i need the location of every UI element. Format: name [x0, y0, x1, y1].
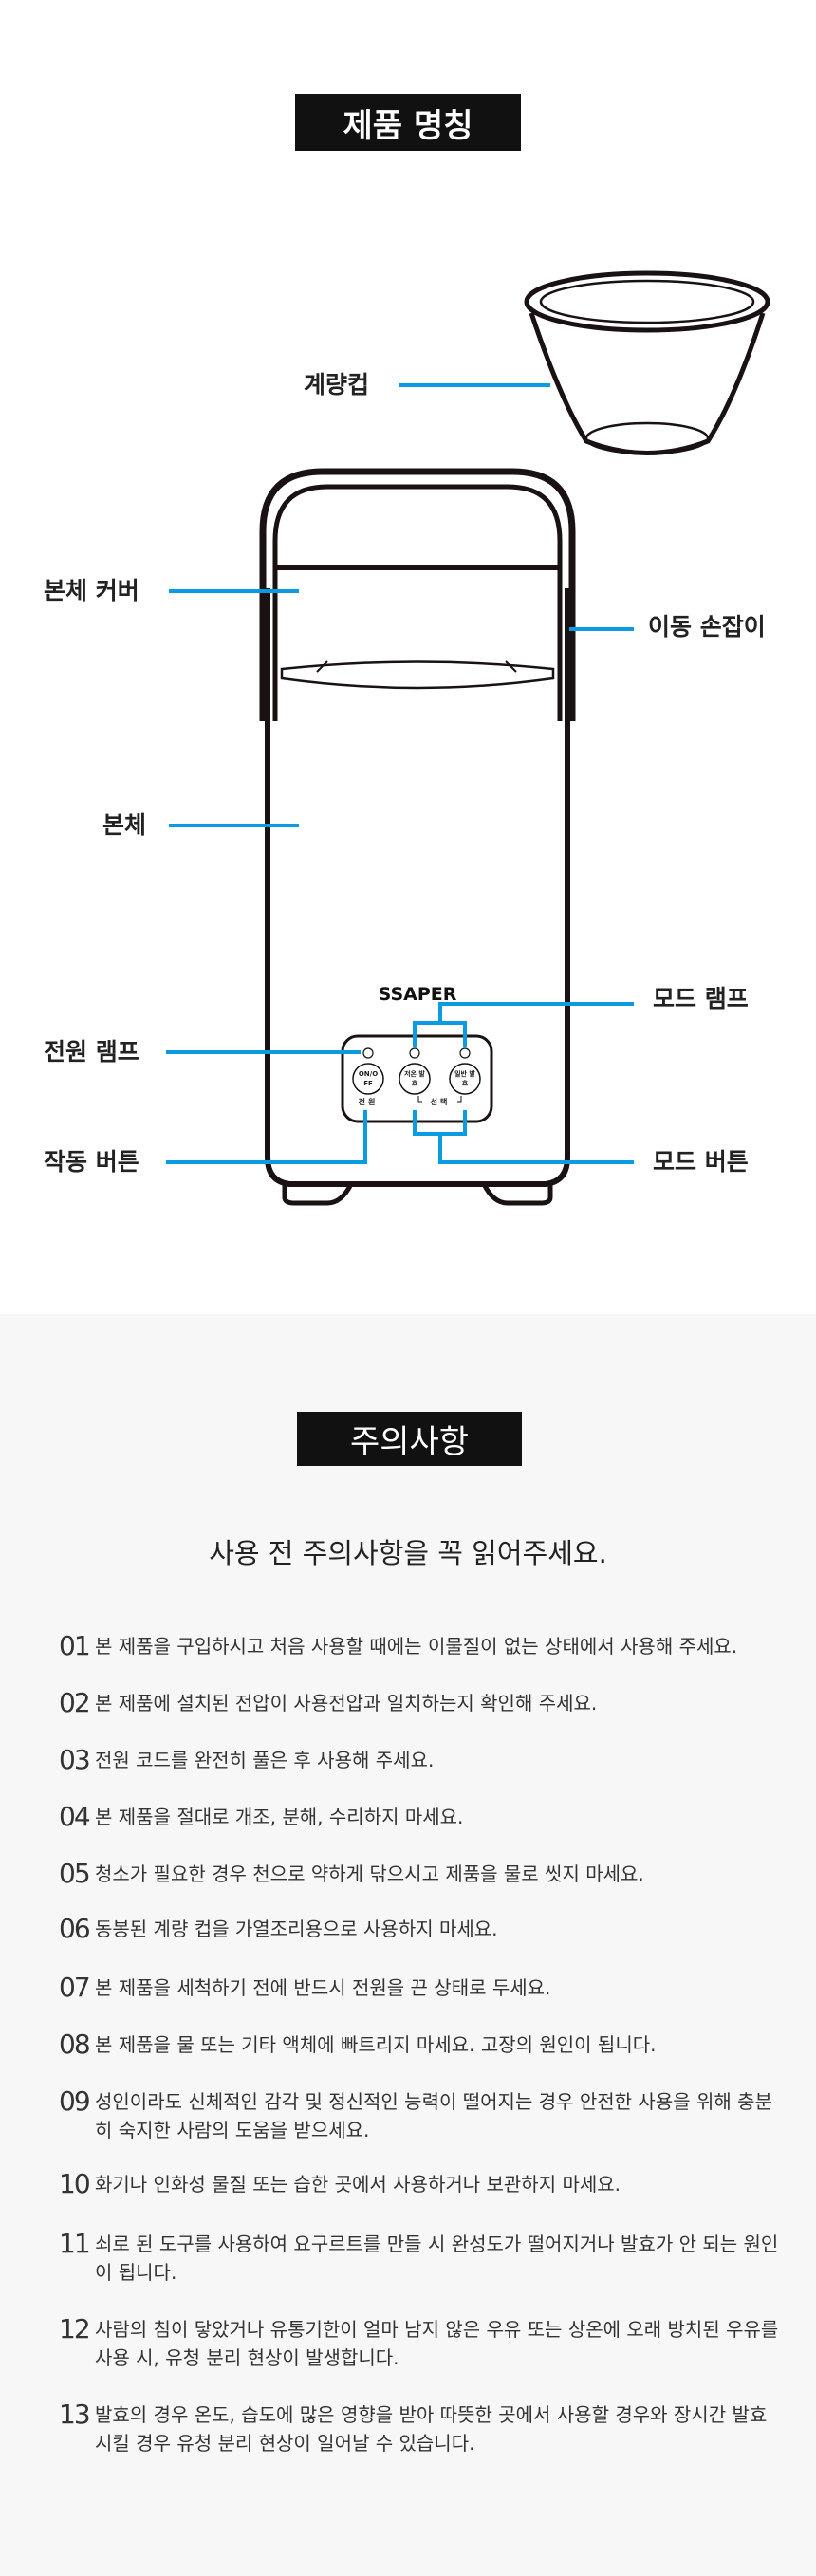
section-title-product-names: 제품 명칭 — [295, 94, 521, 151]
label-handle: 이동 손잡이 — [648, 613, 766, 640]
item-number: 07 — [59, 1972, 91, 2003]
item-number: 10 — [59, 2168, 91, 2199]
item-text: 본 제품을 물 또는 기타 액체에 빠트리지 마세요. 고장의 원인이 됩니다. — [95, 2033, 657, 2056]
item-text: 본 제품을 절대로 개조, 분해, 수리하지 마세요. — [95, 1806, 464, 1828]
item-number: 09 — [59, 2085, 91, 2117]
item-text: 동봉된 계량 컵을 가열조리용으로 사용하지 마세요. — [95, 1918, 498, 1940]
item-number: 13 — [59, 2399, 91, 2430]
item-number: 04 — [59, 1801, 91, 1832]
power-panel-label: 전원 — [358, 1098, 379, 1106]
item-text: 쇠로 된 도구를 사용하여 요구르트를 만들 시 완성도가 떨어지거나 발효가 … — [95, 2233, 779, 2284]
label-measuring-cup: 계량컵 — [304, 371, 370, 398]
measuring-cup-illustration — [524, 270, 770, 455]
item-text: 성인이라도 신체적인 감각 및 정신적인 능력이 떨어지는 경우 안전한 사용을… — [95, 2090, 772, 2141]
item-text: 발효의 경우 온도, 습도에 많은 영향을 받아 따뜻한 곳에서 사용할 경우와… — [95, 2403, 768, 2455]
item-text: 화기나 인화성 물질 또는 습한 곳에서 사용하거나 보관하지 마세요. — [95, 2173, 621, 2196]
item-number: 05 — [59, 1858, 91, 1889]
item-number: 12 — [59, 2313, 91, 2344]
item-text: 본 제품에 설치된 전압이 사용전압과 일치하는지 확인해 주세요. — [95, 1692, 598, 1714]
item-number: 02 — [59, 1687, 91, 1718]
mode-lamp-low — [409, 1047, 420, 1059]
mode-lamp-normal — [459, 1047, 471, 1059]
item-text: 사람의 침이 닿았거나 유통기한이 얼마 남지 않은 우유 또는 상온에 오래 … — [95, 2318, 779, 2369]
item-number: 11 — [59, 2228, 91, 2259]
section-title-precautions: 주의사항 — [297, 1412, 522, 1466]
control-panel: SSAPER — [341, 984, 493, 1123]
power-lamp — [362, 1047, 374, 1059]
label-body: 본체 — [102, 811, 147, 839]
item-text: 청소가 필요한 경우 천으로 약하게 닦으시고 제품을 물로 씻지 마세요. — [95, 1863, 644, 1885]
item-number: 01 — [59, 1630, 91, 1661]
label-body-cover: 본체 커버 — [44, 577, 139, 604]
item-number: 03 — [59, 1744, 91, 1775]
label-operation-button: 작동 버튼 — [44, 1148, 139, 1176]
item-number: 06 — [59, 1913, 91, 1944]
yogurt-maker-illustration — [259, 468, 576, 1206]
label-mode-lamp: 모드 램프 — [653, 985, 749, 1012]
label-power-lamp: 전원 램프 — [44, 1038, 139, 1066]
power-button[interactable]: ON/OFF — [358, 1070, 379, 1087]
select-panel-label: 선택 — [430, 1098, 451, 1106]
product-diagram: SSAPER — [166, 270, 770, 1206]
normal-ferment-button[interactable]: 일반 발효 — [454, 1070, 475, 1087]
item-text: 본 제품을 세척하기 전에 반드시 전원을 끈 상태로 두세요. — [95, 1976, 551, 1999]
label-mode-button: 모드 버튼 — [653, 1148, 749, 1176]
item-text: 본 제품을 구입하시고 처음 사용할 때에는 이물질이 없는 상태에서 사용해 … — [95, 1635, 738, 1658]
item-number: 08 — [59, 2029, 91, 2060]
leader-lines — [166, 383, 634, 1164]
brand-logo: SSAPER — [379, 984, 457, 1005]
precautions-section — [0, 1314, 816, 2576]
precautions-subtitle: 사용 전 주의사항을 꼭 읽어주세요. — [209, 1537, 607, 1569]
item-text: 전원 코드를 완전히 풀은 후 사용해 주세요. — [95, 1749, 435, 1771]
low-temp-button[interactable]: 저온 발효 — [404, 1070, 425, 1087]
